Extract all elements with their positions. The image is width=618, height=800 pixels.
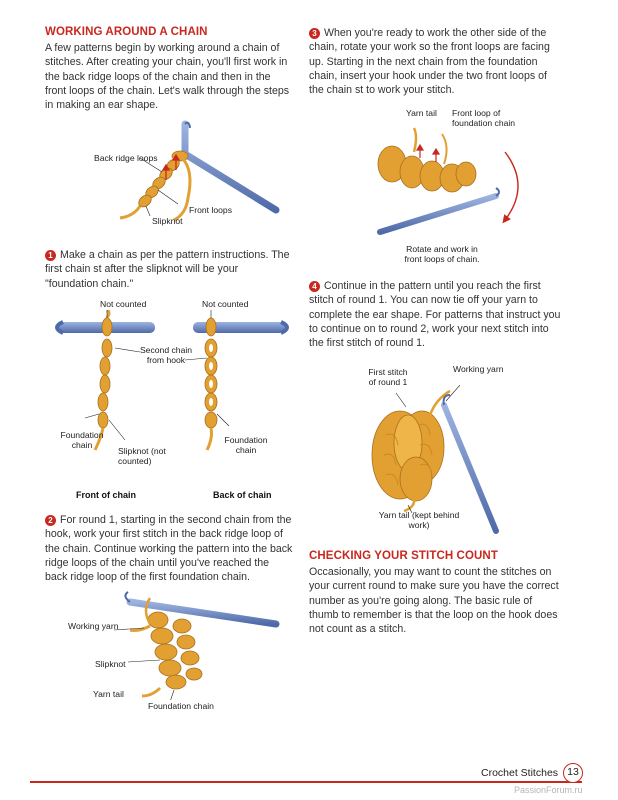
- step-4-number-badge: 4: [309, 281, 320, 292]
- label-yarn-tail-kept-behind: Yarn tail (kept behind work): [378, 510, 460, 530]
- step-3-text: When you're ready to work the other side…: [309, 27, 550, 97]
- label-front-loops: Front loops: [189, 205, 232, 215]
- label-working-yarn: Working yarn: [68, 621, 119, 631]
- figure-round-one-back-loops: [113, 591, 280, 700]
- label-first-stitch-round-1: First stitch of round 1: [368, 367, 408, 387]
- label-foundation-chain-right: Foundation chain: [224, 435, 268, 455]
- caption-rotate-front-loops: Rotate and work in front loops of chain.: [404, 244, 480, 264]
- watermark-text: PassionForum.ru: [514, 785, 583, 795]
- footer-section-title: Crochet Stitches: [481, 767, 559, 779]
- step-1-text: Make a chain as per the pattern instruct…: [45, 249, 290, 290]
- label-yarn-tail-fig4: Yarn tail: [406, 108, 437, 118]
- figure-chain-on-hook: [119, 120, 280, 222]
- step-3-number-badge: 3: [309, 28, 320, 39]
- step-1-number-badge: 1: [45, 250, 56, 261]
- label-back-ridge-loops: Back ridge loops: [94, 153, 158, 163]
- label-front-loop-foundation: Front loop of foundation chain: [452, 108, 516, 128]
- step-2-text: For round 1, starting in the second chai…: [45, 514, 293, 584]
- label-slipknot-not-counted: Slipknot (not counted): [118, 446, 166, 466]
- step-4-text: Continue in the pattern until you reach …: [309, 280, 561, 350]
- label-foundation-chain-fig3: Foundation chain: [148, 701, 214, 711]
- label-not-counted-left: Not counted: [100, 299, 147, 309]
- label-second-chain: Second chain from hook: [139, 345, 193, 365]
- checking-stitch-count-heading: CHECKING YOUR STITCH COUNT: [309, 550, 498, 562]
- label-foundation-chain-left: Foundation chain: [60, 430, 104, 450]
- step-2-number-badge: 2: [45, 515, 56, 526]
- caption-front-of-chain: Front of chain: [76, 490, 136, 500]
- page-number-badge: 13: [563, 763, 583, 783]
- caption-back-of-chain: Back of chain: [213, 490, 272, 500]
- label-not-counted-right: Not counted: [202, 299, 249, 309]
- intro-paragraph: A few patterns begin by working around a…: [45, 42, 290, 112]
- footer-rule: [30, 781, 582, 783]
- figure-finished-ear: [371, 385, 499, 534]
- label-working-yarn-fig5: Working yarn: [453, 364, 504, 374]
- label-slipknot-fig3: Slipknot: [95, 659, 126, 669]
- section-heading: WORKING AROUND A CHAIN: [45, 26, 208, 38]
- figure-front-and-back-of-chain: [55, 310, 289, 451]
- label-yarn-tail: Yarn tail: [93, 689, 124, 699]
- label-slipknot: Slipknot: [152, 216, 183, 226]
- figure-rotate-work: [377, 127, 519, 235]
- checking-stitch-count-paragraph: Occasionally, you may want to count the …: [309, 566, 559, 636]
